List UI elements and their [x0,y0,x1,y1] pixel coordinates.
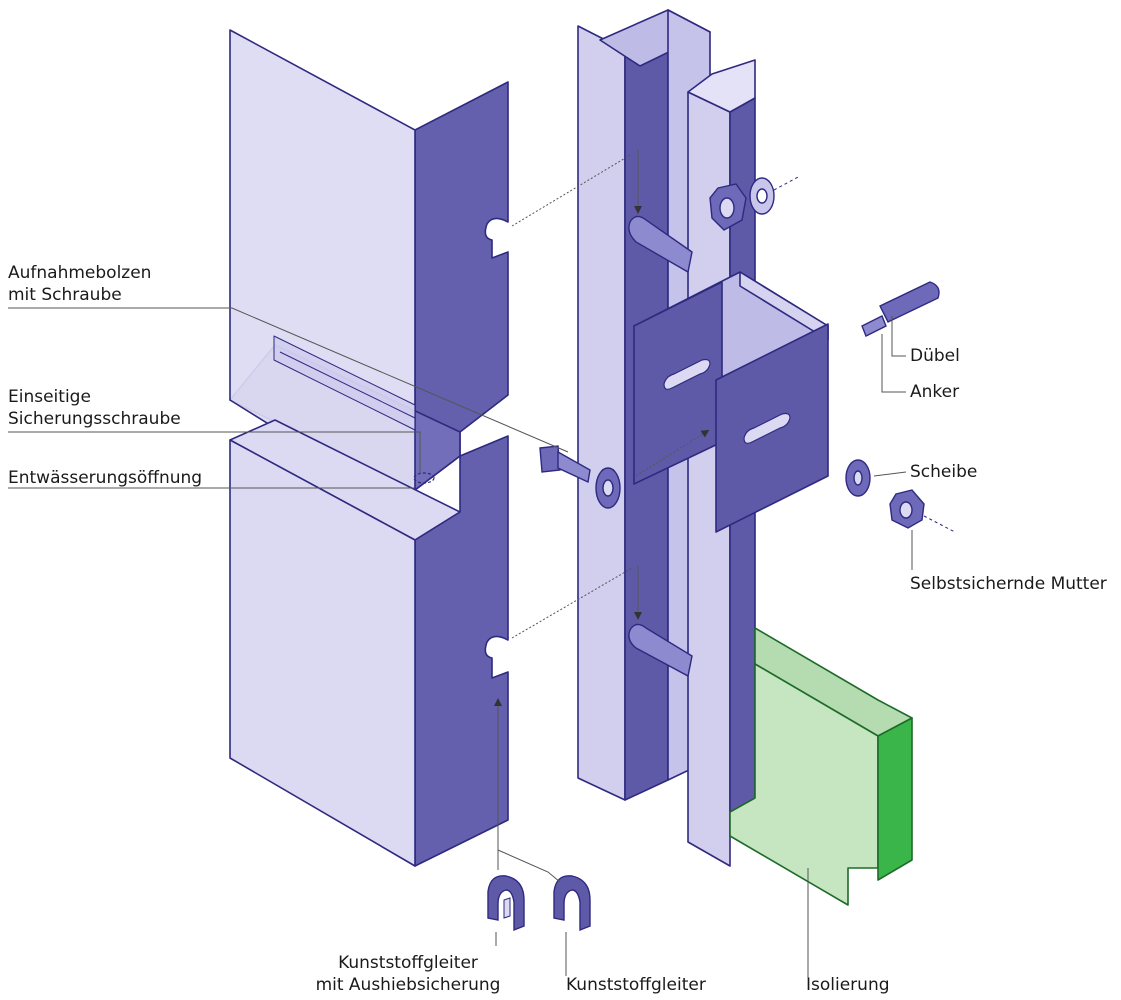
leader-aufnahmebolzen [8,307,569,453]
fixing-washer-hole [602,479,614,497]
leader-scheibe [873,471,907,477]
rail-left-front [577,25,626,801]
glider-with-lock [487,875,525,932]
label-entwaesserung: Entwässerungsöffnung [8,468,203,488]
right-washer-hole [853,470,863,486]
drainage-opening [413,472,435,484]
fixing-screw [539,445,561,473]
label-gleiter: Kunststoffgleiter [566,975,706,995]
leader-sicherungsschraube [8,431,421,474]
leader-duebel [891,316,906,357]
guide-upper-notch [511,153,633,227]
wall-bracket [633,271,829,533]
dowel [879,281,940,323]
lower-facade-panel [229,419,509,867]
glider [553,875,591,932]
upper-bolt [628,215,693,274]
upper-nut-washer [709,175,801,231]
insulation-side [877,717,913,881]
label-isolierung: Isolierung [806,975,890,995]
upper-axis-line [773,175,801,191]
right-washer-nut [845,459,956,533]
leader-anker [881,334,906,393]
receiving-bolts [628,215,693,678]
glider-lock-pin [503,897,511,919]
upper-washer-hole [756,188,768,204]
bracket-slot-right [743,412,791,444]
plastic-gliders [487,875,591,932]
rail-right-top [687,59,756,113]
lower-bolt [628,623,693,678]
label-aufnahmebolzen-line2: mit Schraube [8,285,122,305]
label-aufnahmebolzen: Aufnahmebolzen mit Schraube [8,262,151,306]
fixing-screw-thread [557,450,591,484]
fixing-bolt-set [539,445,621,509]
guide-lower-notch [511,567,633,639]
label-duebel: Dübel [910,346,960,366]
leader-glider-route [497,849,561,883]
label-sicherungsschraube-line2: Sicherungsschraube [8,409,181,429]
label-sicherungsschraube-line1: Einseitige [8,387,91,407]
guide-bracket [635,429,710,477]
lower-panel-side [414,435,509,867]
anchor [861,315,887,337]
anchor-dowel [861,281,940,337]
label-aufnahmebolzen-line1: Aufnahmebolzen [8,263,152,283]
label-gleiter-aushieb: Kunststoffgleiter mit Aushiebsicherung [308,952,508,996]
guide-lines [494,150,710,870]
hidden-profile-lip [279,351,416,419]
label-anker: Anker [910,382,960,402]
bracket-slot-left [663,358,711,390]
label-gleiter-aushieb-line2: mit Aushiebsicherung [315,975,501,995]
label-gleiter-aushieb-line1: Kunststoffgleiter [338,953,478,973]
leader-lines [8,307,913,978]
upper-panel-side [414,81,509,491]
upper-nut-hole [719,197,735,219]
self-locking-nut-hole [899,501,913,519]
insulation-block [729,627,913,906]
label-sicherungsschraube: Einseitige Sicherungsschraube [8,386,181,430]
lower-panel-face [229,439,416,867]
right-axis-line [923,515,956,533]
label-mutter: Selbstsichernde Mutter [910,574,1107,594]
label-scheibe: Scheibe [910,462,978,482]
upper-facade-panel [229,29,509,516]
